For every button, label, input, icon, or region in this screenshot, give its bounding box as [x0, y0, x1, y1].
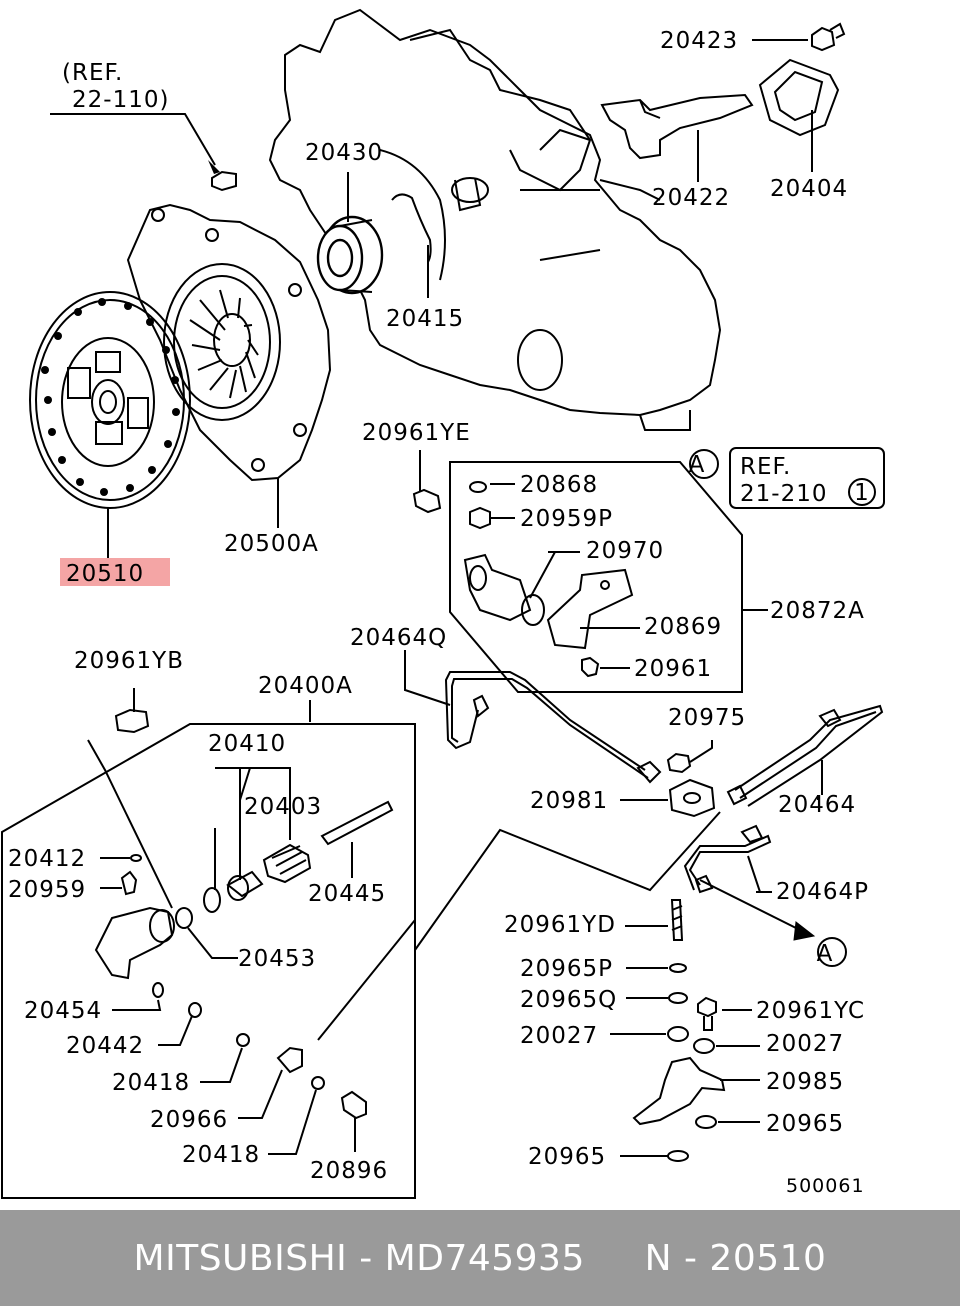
ref-box-circle [848, 478, 876, 506]
part-label-20961YB: 20961YB [74, 648, 184, 674]
ref-note-2-line2: 21-210 [740, 481, 827, 507]
separator-2: - [672, 1237, 710, 1279]
marker-a-circle-bottom [817, 937, 847, 967]
part-label-20410: 20410 [208, 731, 286, 757]
ref-note-1-line2: 22-110) [72, 87, 169, 113]
part-label-20966: 20966 [150, 1107, 228, 1133]
ref-note-1-line1: (REF. [62, 60, 123, 86]
part-label-20418-b: 20418 [182, 1142, 260, 1168]
part-label-20965Q: 20965Q [520, 987, 617, 1013]
part-number: MD745935 [384, 1237, 585, 1279]
leader-lines [50, 39, 823, 1157]
release-cylinder-kit-outline [1, 723, 416, 1199]
part-label-20415: 20415 [386, 306, 464, 332]
part-label-20965-a: 20965 [766, 1111, 844, 1137]
part-label-20959: 20959 [8, 877, 86, 903]
release-cylinder-kit-drawings [94, 800, 394, 1120]
part-label-20961YD: 20961YD [504, 912, 616, 938]
clutch-cover-drawing [126, 203, 332, 482]
part-label-20422: 20422 [652, 185, 730, 211]
pipe-20464q-drawing [444, 671, 662, 784]
part-label-20961YC: 20961YC [756, 998, 865, 1024]
part-label-20464: 20464 [778, 792, 856, 818]
pivot-bolt-drawing [811, 22, 846, 52]
separator-1: - [347, 1237, 385, 1279]
part-label-20442: 20442 [66, 1033, 144, 1059]
part-label-20445: 20445 [308, 881, 386, 907]
part-label-20400A: 20400A [258, 673, 353, 699]
ref-note-2-line1: REF. [740, 454, 791, 480]
part-label-20510: 20510 [66, 561, 144, 587]
bracket-kit-outline [449, 461, 743, 693]
part-label-20965P: 20965P [520, 956, 613, 982]
diagram-code: 500061 [786, 1175, 865, 1197]
part-label-20970: 20970 [586, 538, 664, 564]
part-label-20454: 20454 [24, 998, 102, 1024]
part-label-20412: 20412 [8, 846, 86, 872]
exploded-parts-diagram: (REF. 22-110) 20423 20430 20422 20404 20… [1, 8, 885, 1199]
ref-number: 20510 [709, 1237, 827, 1279]
part-label-20981: 20981 [530, 788, 608, 814]
spacer [585, 1238, 645, 1279]
part-label-20869: 20869 [644, 614, 722, 640]
pipe-20464p-drawing [683, 824, 772, 894]
part-label-20430: 20430 [305, 140, 383, 166]
part-label-20959P: 20959P [520, 506, 613, 532]
ref-prefix: N [644, 1237, 673, 1279]
clip-drawing [391, 193, 432, 263]
mount-stack-drawing [632, 899, 726, 1162]
part-label-20464P: 20464P [776, 879, 869, 905]
part-label-20027-b: 20027 [766, 1031, 844, 1057]
part-label-20453: 20453 [238, 946, 316, 972]
marker-a-circle-top [689, 449, 719, 479]
marker-a-bottom: A [817, 941, 834, 967]
nut-20975-drawing [666, 752, 692, 774]
transmission-housing-drawing [268, 8, 722, 431]
part-label-20500A: 20500A [224, 531, 319, 557]
bolt-arrow-head [208, 160, 220, 174]
part-label-20418-a: 20418 [112, 1070, 190, 1096]
part-label-20985: 20985 [766, 1069, 844, 1095]
part-label-20961-a: 20961 [634, 656, 712, 682]
part-label-20027-a: 20027 [520, 1023, 598, 1049]
part-info-footer: MITSUBISHI - MD745935 N - 20510 [0, 1210, 960, 1306]
part-label-20464Q: 20464Q [350, 625, 447, 651]
part-label-20404: 20404 [770, 176, 848, 202]
ref-bolt-drawing [211, 170, 237, 192]
part-label-20868: 20868 [520, 472, 598, 498]
boot-drawing [758, 58, 840, 137]
ref-box [729, 447, 885, 509]
selected-part-highlight [60, 558, 170, 586]
marker-a-top: A [689, 452, 706, 478]
clutch-disc-drawing [29, 291, 191, 509]
connector-20981-drawing [668, 778, 716, 818]
arrow-head [793, 921, 816, 941]
part-label-20872A: 20872A [770, 598, 865, 624]
part-label-20975: 20975 [668, 705, 746, 731]
part-label-20961YE: 20961YE [362, 420, 471, 446]
part-label-20423: 20423 [660, 28, 738, 54]
brand-name: MITSUBISHI [133, 1237, 348, 1279]
part-label-20965-b: 20965 [528, 1144, 606, 1170]
pipe-20464-drawing [726, 704, 884, 807]
ref-note-2-circle: 1 [854, 480, 870, 506]
bolt-20961yb-drawing [114, 708, 150, 734]
bracket-kit-drawings [463, 481, 634, 678]
release-bearing-drawing [316, 215, 384, 295]
part-label-20403: 20403 [244, 794, 322, 820]
part-label-20896: 20896 [310, 1158, 388, 1184]
release-fork-drawing [600, 93, 754, 160]
bolt-20961ye-drawing [412, 488, 442, 514]
